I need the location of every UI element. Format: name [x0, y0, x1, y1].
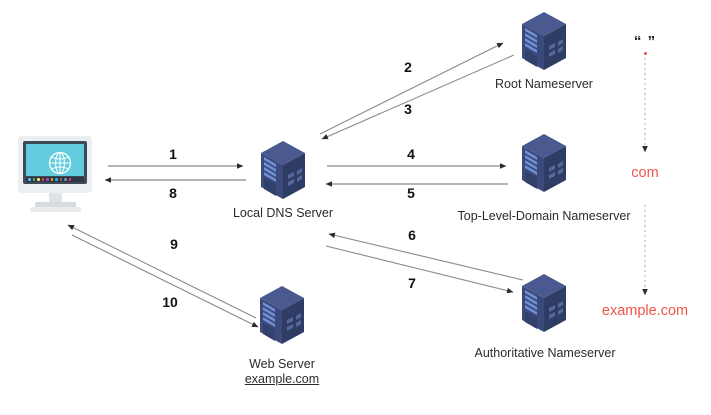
node-label-web-server-text: Web Server — [249, 357, 315, 371]
server-icon-web-server — [260, 286, 304, 344]
node-label-tld-nameserver: Top-Level-Domain Nameserver — [433, 209, 655, 224]
server-icon-authoritative-nameserver — [522, 274, 566, 332]
monitor-stand-neck — [49, 193, 62, 203]
zone-label-example-com: example.com — [601, 303, 689, 319]
step-number-7: 7 — [408, 275, 416, 291]
node-label-tld-nameserver-text: Top-Level-Domain Nameserver — [457, 209, 631, 223]
step-number-1: 1 — [169, 146, 177, 162]
step-number-2: 2 — [404, 59, 412, 75]
server-icon-root-nameserver — [522, 12, 566, 70]
step-number-8: 8 — [169, 185, 177, 201]
step-number-9: 9 — [170, 236, 178, 252]
globe-icon — [48, 151, 72, 175]
monitor-screen — [26, 144, 84, 176]
node-label-authoritative-nameserver: Authoritative Nameserver — [455, 346, 635, 361]
step-number-5: 5 — [407, 185, 415, 201]
node-label-web-server: Web Server example.com — [212, 357, 352, 387]
server-icon-local-dns — [261, 141, 305, 199]
zone-label-com: com — [631, 165, 659, 181]
node-label-root-nameserver-text: Root Nameserver — [495, 77, 593, 91]
server-icon-tld-nameserver — [522, 134, 566, 192]
node-label-local-dns: Local DNS Server — [201, 206, 365, 221]
monitor-dock — [26, 177, 84, 182]
node-label-authoritative-nameserver-text: Authoritative Nameserver — [474, 346, 616, 360]
step-number-3: 3 — [404, 101, 412, 117]
node-sublabel-web-server-domain: example.com — [244, 372, 320, 386]
node-label-local-dns-text: Local DNS Server — [232, 206, 334, 220]
zone-label-root: “ ” — [633, 33, 657, 50]
step-number-10: 10 — [162, 294, 178, 310]
node-label-root-nameserver: Root Nameserver — [464, 77, 624, 92]
step-number-4: 4 — [407, 146, 415, 162]
zone-root-dot — [644, 52, 647, 55]
arrow-step-6 — [328, 232, 524, 281]
monitor-stand-foot — [30, 207, 81, 212]
step-number-6: 6 — [408, 227, 416, 243]
monitor-stand-base — [35, 202, 76, 210]
